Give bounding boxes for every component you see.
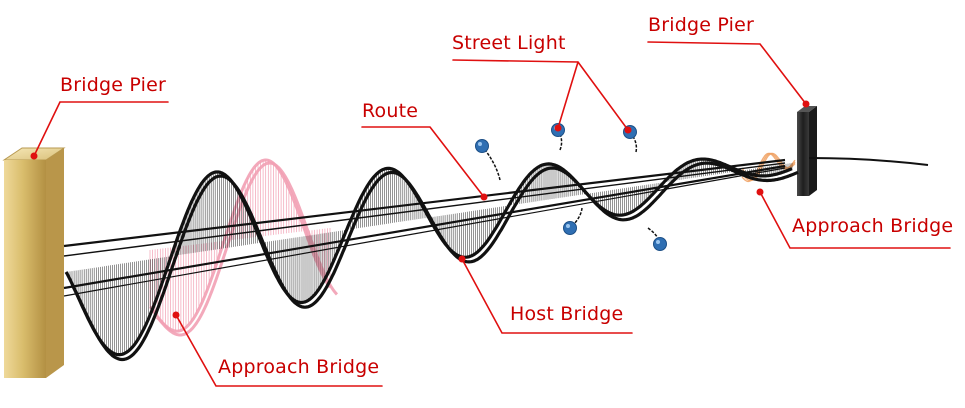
callout-lines: [30, 41, 951, 387]
rail-far-end: [808, 157, 929, 166]
host-bridge-helix: [64, 157, 799, 362]
bridge-pier-right-icon: [797, 106, 817, 196]
street-light-label: Street Light: [452, 32, 566, 54]
approach-bridge-left-label: Approach Bridge: [218, 356, 380, 378]
route-label: Route: [362, 100, 419, 122]
host-bridge-label: Host Bridge: [510, 303, 624, 325]
approach-bridge-right-label: Approach Bridge: [792, 215, 954, 237]
street-light-icon: [475, 123, 667, 251]
bridge-pier-left-icon: [2, 147, 66, 378]
route-rails: [63, 158, 786, 297]
bridge-pier-left-label: Bridge Pier: [60, 74, 166, 96]
bridge-pier-right-label: Bridge Pier: [648, 14, 754, 36]
